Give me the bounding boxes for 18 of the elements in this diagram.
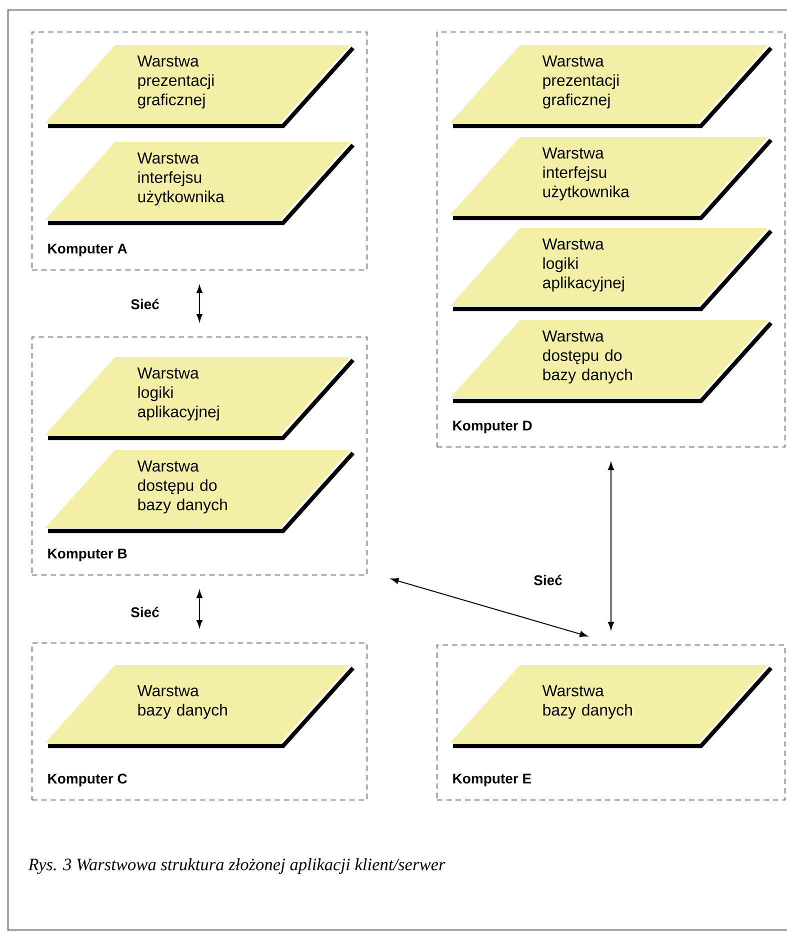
layer-parallelogram: Warstwa logiki aplikacyjnej <box>45 357 355 440</box>
layer-parallelogram: Warstwa dostępu do bazy danych <box>450 320 773 404</box>
arrow <box>196 590 202 628</box>
layer-parallelogram: Warstwa bazy danych <box>45 665 355 748</box>
layer-parallelogram: Warstwa prezentacji graficznej <box>45 45 355 128</box>
layer-parallelogram: Warstwa interfejsu użytkownika <box>45 142 355 226</box>
arrow <box>608 462 614 630</box>
layer-parallelogram: Warstwa bazy danych <box>450 665 773 748</box>
arrow <box>196 286 202 322</box>
caption: Rys. 3 Warstwowa struktura złożonej aplikacji klient/serwer <box>28 858 446 874</box>
edge-label: Sieć <box>129 605 161 619</box>
arrow <box>391 578 588 637</box>
layer-parallelogram: Warstwa prezentacji graficznej <box>450 45 773 128</box>
layer-parallelogram: Warstwa interfejsu użytkownika <box>450 137 773 220</box>
layer-parallelogram: Warstwa logiki aplikacyjnej <box>450 228 773 312</box>
edge-label: Sieć <box>129 297 161 311</box>
layer-parallelogram: Warstwa dostępu do bazy danych <box>45 450 355 534</box>
edge-label: Sieć <box>532 573 564 587</box>
